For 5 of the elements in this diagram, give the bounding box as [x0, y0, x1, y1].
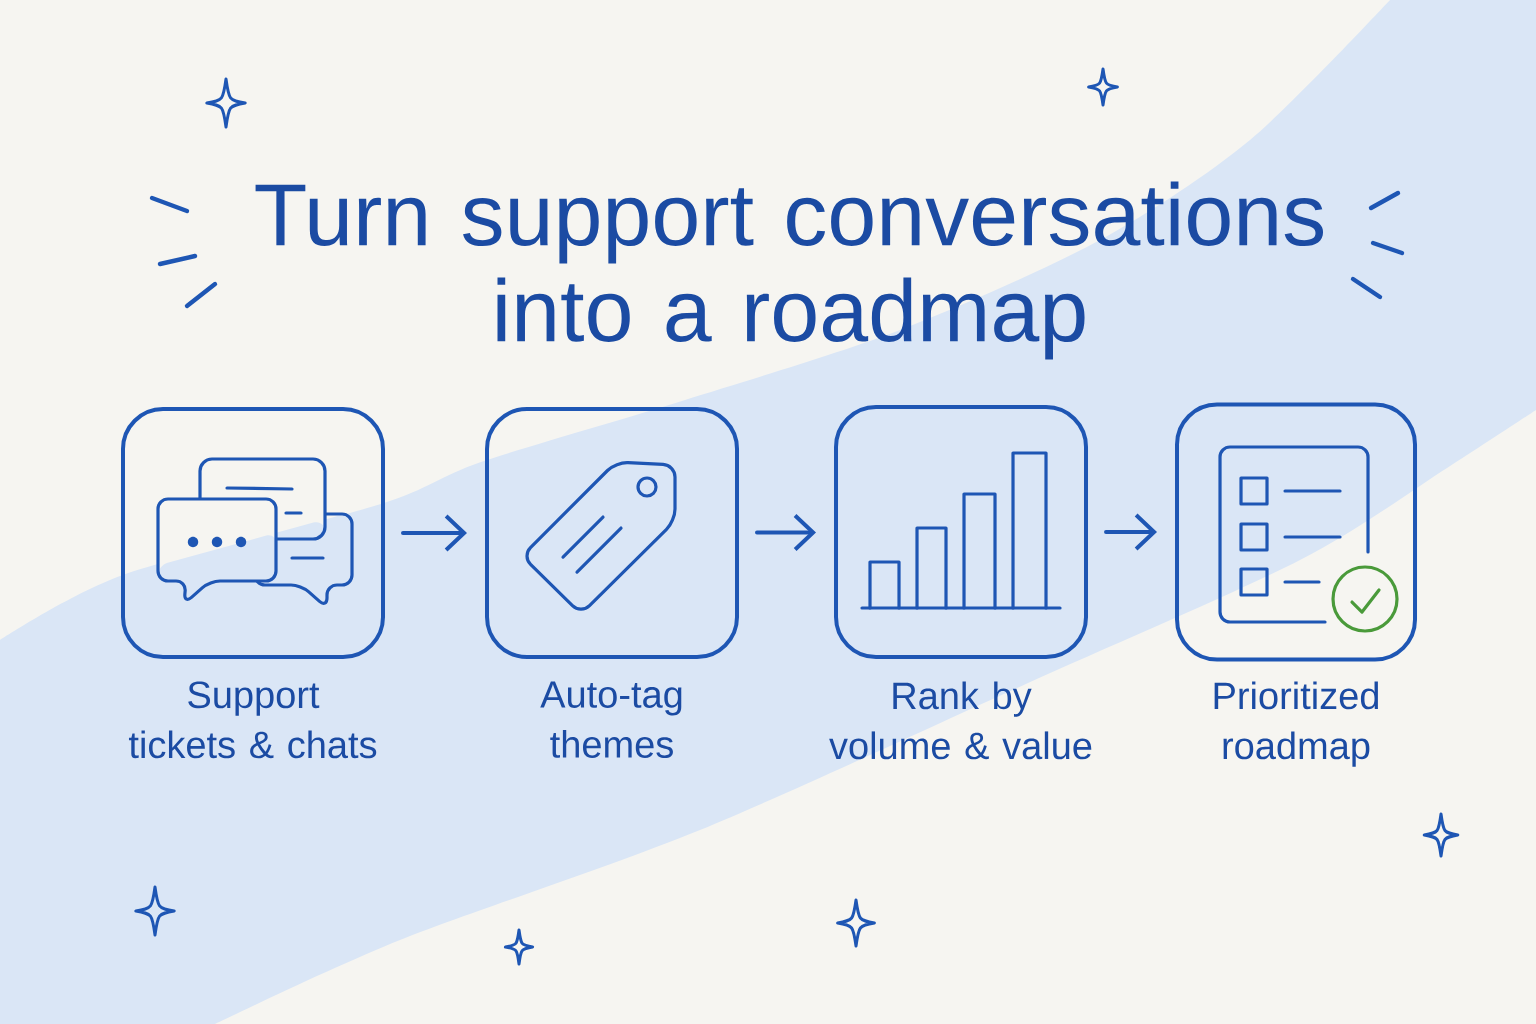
- step-label: Rank by volume & value: [829, 681, 1092, 760]
- step-label: Prioritized roadmap: [1214, 681, 1378, 767]
- step-label: Auto-tag themes: [540, 681, 682, 758]
- title: Turn support conversations into a roadmap: [255, 181, 1324, 360]
- step-label: Support tickets & chats: [128, 681, 377, 759]
